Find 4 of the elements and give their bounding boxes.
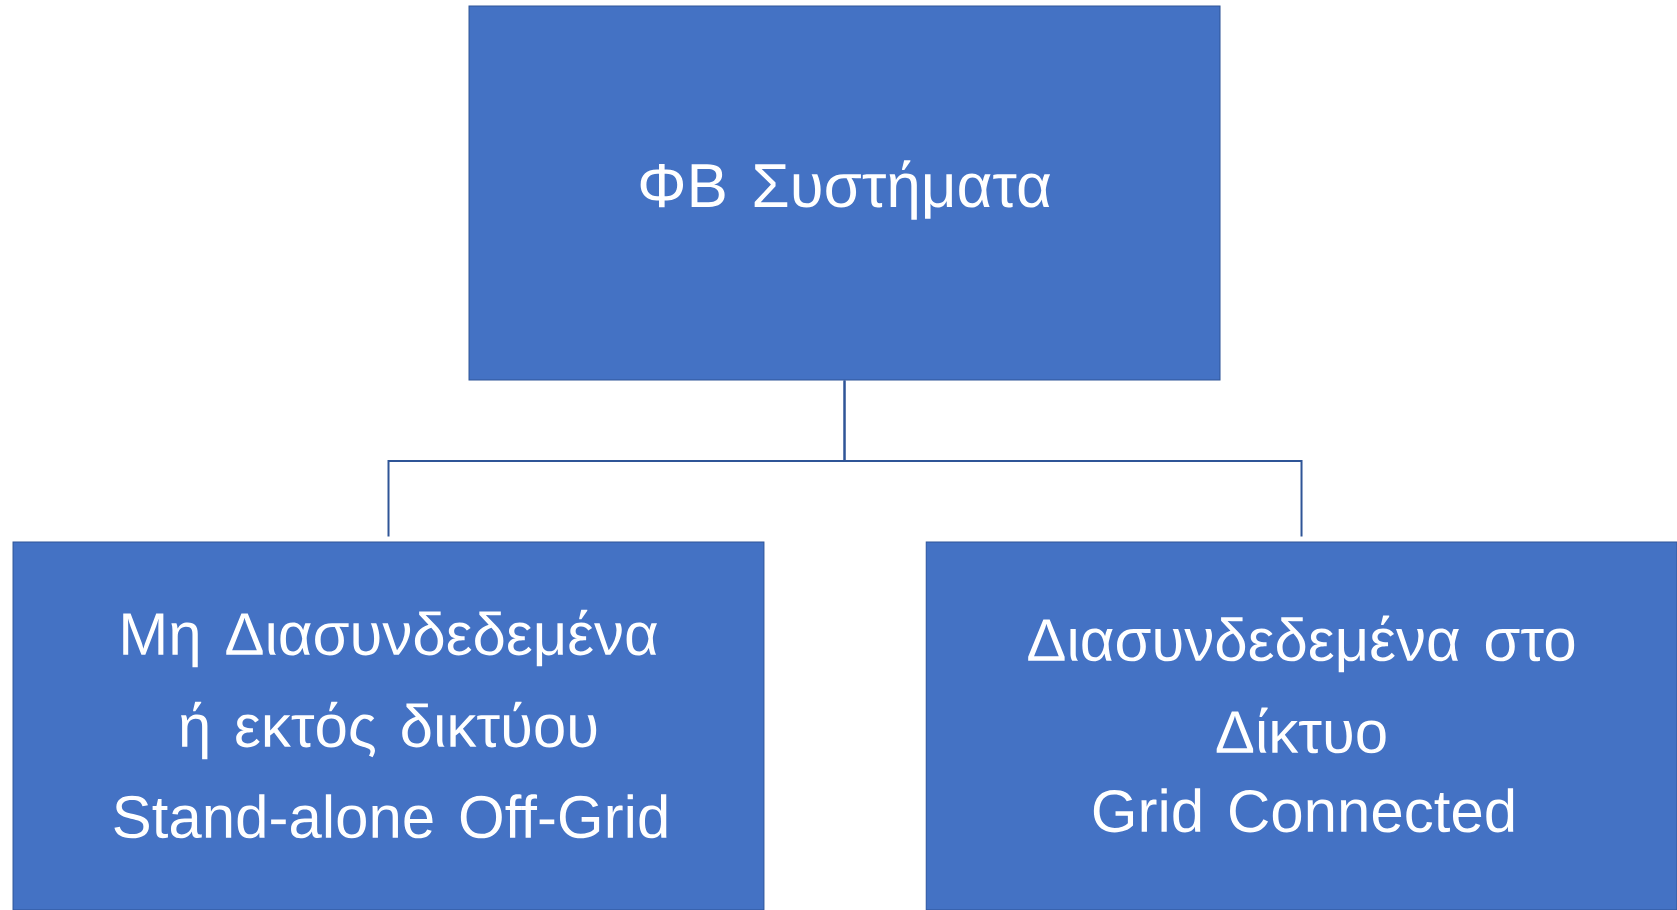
process-box: ΦΒ Συστήματα [468, 5, 1221, 381]
process-box: Μη Διασυνδεδεμένα ή εκτός δικτύου Stand-alone Off-Grid [12, 541, 765, 910]
process-box: Διασυνδεδεμένα στο Δίκτυο Grid Connected [925, 541, 1677, 910]
connector-line [843, 379, 1303, 538]
